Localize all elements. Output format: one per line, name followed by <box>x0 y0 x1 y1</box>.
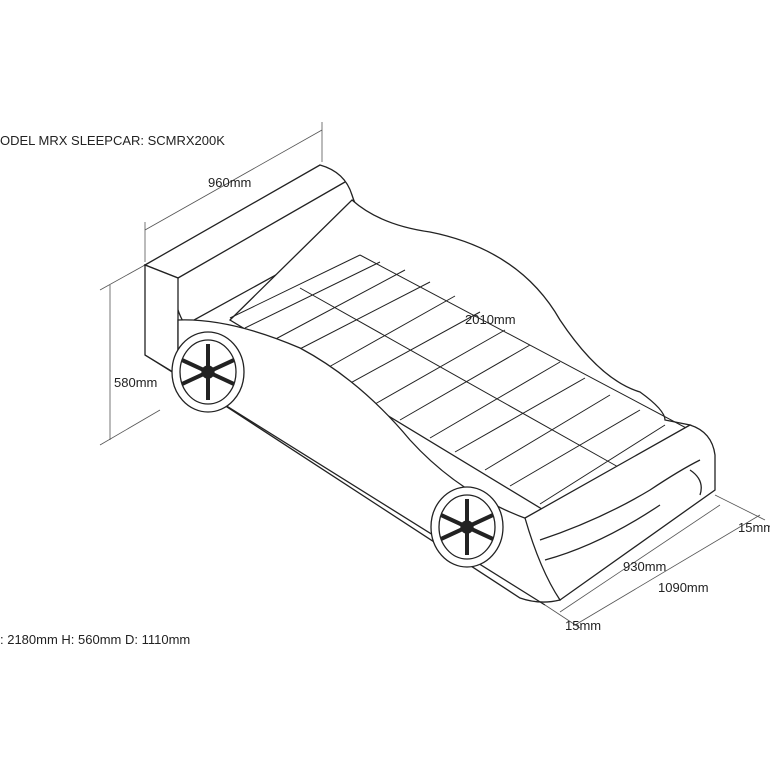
far-side-panel <box>228 199 692 521</box>
dimension-label-2010: 2010mm <box>465 312 516 327</box>
wheel-front <box>430 486 504 568</box>
dimension-label-1090: 1090mm <box>658 580 709 595</box>
headboard <box>143 164 374 377</box>
model-title: ODEL MRX SLEEPCAR: SCMRX200K <box>0 133 225 148</box>
dimension-label-15-right: 15mm <box>738 520 770 535</box>
slats <box>229 254 691 505</box>
dimension-label-580: 580mm <box>114 375 158 390</box>
dimension-label-15-bottom: 15mm <box>565 618 602 633</box>
wheel-rear <box>171 331 245 413</box>
dimension-label-960: 960mm <box>208 175 252 190</box>
overall-dimensions: : 2180mm H: 560mm D: 1110mm <box>0 632 191 647</box>
dimension-label-930: 930mm <box>623 559 667 574</box>
footboard <box>524 424 716 601</box>
